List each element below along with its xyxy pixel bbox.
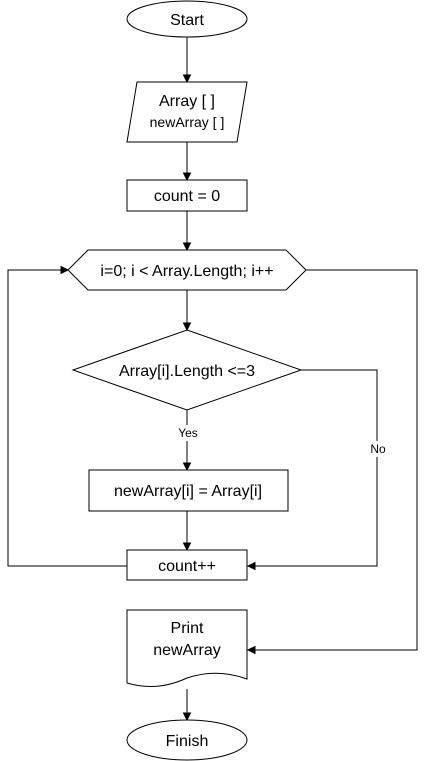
start-label: Start: [170, 12, 204, 29]
condition-node: Array[i].Length <=3: [71, 329, 303, 411]
assign-node: newArray[i] = Array[i]: [88, 469, 289, 512]
arrowhead-output-to-finish: [182, 712, 192, 722]
arrowhead-init-to-loop: [182, 242, 192, 252]
arrowhead-loop-to-output: [246, 645, 256, 655]
yes-label-background: [175, 425, 201, 441]
condition-diamond-shape: [71, 329, 303, 411]
increment-node: count++: [126, 549, 248, 581]
assign-process-shape: [88, 469, 289, 512]
finish-label: Finish: [166, 733, 209, 750]
arrowhead-input-to-init: [182, 172, 192, 182]
arrowhead-increment-to-loop: [60, 265, 70, 275]
init-node: count = 0: [126, 179, 248, 212]
assign-label: newArray[i] = Array[i]: [114, 483, 262, 500]
start-node: Start: [126, 0, 248, 38]
output-label-new-array: newArray: [153, 642, 221, 659]
output-node: Print newArray: [126, 609, 248, 688]
no-label-background: [368, 441, 388, 457]
edge-labels: Yes No: [175, 425, 388, 457]
arrowhead-loop-to-condition: [182, 322, 192, 332]
input-node: Array [ ] newArray [ ]: [126, 81, 248, 143]
loop-node: i=0; i < Array.Length; i++: [67, 249, 307, 291]
edge-increment-to-loop: [7, 269, 127, 567]
yes-label: Yes: [178, 426, 198, 440]
input-label-new-array: newArray [ ]: [150, 114, 225, 130]
no-label: No: [370, 442, 386, 456]
arrowhead-start-to-input: [182, 74, 192, 84]
finish-terminator-shape: [126, 719, 248, 761]
increment-label: count++: [158, 558, 216, 575]
loop-label: i=0; i < Array.Length; i++: [100, 263, 273, 280]
increment-process-shape: [126, 549, 248, 581]
condition-label: Array[i].Length <=3: [119, 363, 255, 380]
arrowhead-condition-to-increment: [246, 561, 256, 571]
output-document-shape: [126, 609, 248, 688]
edge-condition-to-increment: [255, 369, 378, 567]
start-terminator-shape: [126, 0, 248, 38]
init-process-shape: [126, 179, 248, 212]
output-label-print: Print: [171, 620, 204, 637]
loop-hexagon-shape: [67, 249, 307, 291]
edge-loop-to-output: [255, 269, 418, 651]
arrowhead-condition-to-assign: [182, 462, 192, 472]
arrowhead-assign-to-increment: [182, 542, 192, 552]
input-parallelogram-shape: [126, 81, 248, 143]
init-label: count = 0: [154, 188, 220, 205]
finish-node: Finish: [126, 719, 248, 761]
input-label-array: Array [ ]: [159, 93, 215, 110]
